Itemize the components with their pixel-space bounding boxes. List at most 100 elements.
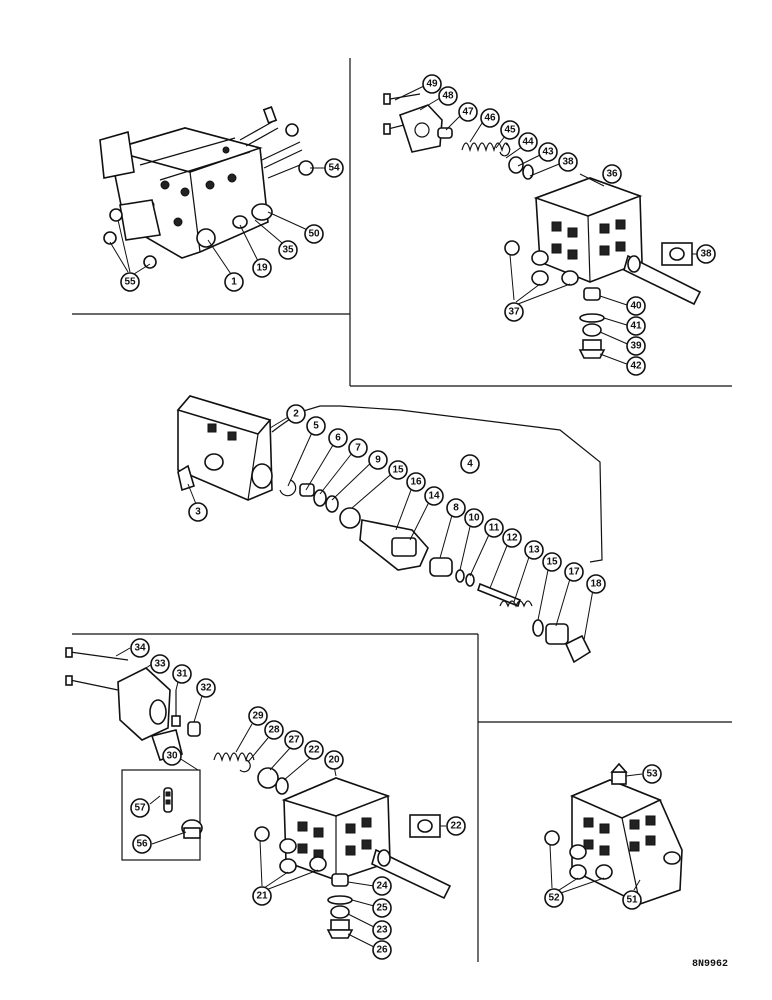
callout-49: 49	[422, 74, 442, 94]
callout-6: 6	[328, 428, 348, 448]
callout-27: 27	[284, 730, 304, 750]
bottom-right-parts	[544, 762, 683, 905]
callout-53: 53	[642, 764, 662, 784]
svg-text:55: 55	[124, 277, 136, 288]
svg-text:42: 42	[630, 361, 642, 372]
callout-10: 10	[464, 508, 484, 528]
svg-text:37: 37	[508, 307, 520, 318]
svg-text:14: 14	[428, 491, 440, 502]
callout-5: 5	[306, 416, 326, 436]
callout-3: 3	[188, 502, 208, 522]
callout-1: 1	[224, 272, 244, 292]
callout-51: 51	[622, 890, 642, 910]
svg-text:28: 28	[268, 725, 280, 736]
svg-text:48: 48	[442, 91, 454, 102]
callout-22-box: 22	[446, 816, 466, 836]
bottom-right-leaders	[549, 773, 643, 895]
callout-43: 43	[538, 142, 558, 162]
svg-text:30: 30	[166, 751, 178, 762]
svg-text:49: 49	[426, 79, 438, 90]
svg-text:35: 35	[282, 245, 294, 256]
svg-text:36: 36	[606, 169, 618, 180]
callout-52: 52	[544, 888, 564, 908]
callout-36: 36	[602, 164, 622, 184]
svg-text:44: 44	[522, 137, 534, 148]
svg-text:13: 13	[528, 545, 540, 556]
svg-text:21: 21	[256, 891, 268, 902]
callout-28: 28	[264, 720, 284, 740]
callout-23: 23	[372, 920, 392, 940]
svg-text:2: 2	[293, 409, 299, 420]
svg-text:4: 4	[467, 459, 473, 470]
callout-8: 8	[446, 498, 466, 518]
svg-text:33: 33	[154, 659, 166, 670]
callout-26: 26	[372, 940, 392, 960]
callout-33: 33	[150, 654, 170, 674]
callout-21: 21	[252, 886, 272, 906]
svg-text:38: 38	[562, 157, 574, 168]
callout-22-upper: 22	[304, 740, 324, 760]
svg-text:5: 5	[313, 421, 319, 432]
callout-38-box: 38	[696, 244, 716, 264]
callout-4: 4	[460, 454, 480, 474]
callout-11: 11	[484, 518, 504, 538]
svg-text:16: 16	[410, 477, 422, 488]
svg-text:26: 26	[376, 945, 388, 956]
callout-18: 18	[586, 574, 606, 594]
svg-text:6: 6	[335, 433, 341, 444]
svg-text:22: 22	[308, 745, 320, 756]
callout-48: 48	[438, 86, 458, 106]
svg-text:3: 3	[195, 507, 201, 518]
svg-text:57: 57	[134, 803, 146, 814]
callout-39: 39	[626, 336, 646, 356]
svg-text:54: 54	[328, 163, 340, 174]
svg-text:15: 15	[546, 557, 558, 568]
svg-text:7: 7	[355, 443, 361, 454]
svg-text:46: 46	[484, 113, 496, 124]
svg-text:39: 39	[630, 341, 642, 352]
callout-14: 14	[424, 486, 444, 506]
callout-12: 12	[502, 528, 522, 548]
callout-29: 29	[248, 706, 268, 726]
svg-text:53: 53	[646, 769, 658, 780]
callout-35: 35	[278, 240, 298, 260]
svg-text:20: 20	[328, 755, 340, 766]
svg-text:43: 43	[542, 147, 554, 158]
svg-text:15: 15	[392, 465, 404, 476]
svg-text:17: 17	[568, 567, 580, 578]
callout-20: 20	[324, 750, 344, 770]
svg-text:41: 41	[630, 321, 642, 332]
callout-41: 41	[626, 316, 646, 336]
svg-text:40: 40	[630, 301, 642, 312]
bottom-left-leaders	[115, 647, 446, 949]
callout-55: 55	[120, 272, 140, 292]
svg-text:32: 32	[200, 683, 212, 694]
callout-16: 16	[406, 472, 426, 492]
callout-17: 17	[564, 562, 584, 582]
callout-9: 9	[368, 450, 388, 470]
svg-text:19: 19	[256, 263, 268, 274]
svg-text:34: 34	[134, 643, 146, 654]
callout-56: 56	[132, 834, 152, 854]
callout-45: 45	[500, 120, 520, 140]
svg-text:51: 51	[626, 895, 638, 906]
svg-text:12: 12	[506, 533, 518, 544]
callout-47: 47	[458, 102, 478, 122]
svg-text:24: 24	[376, 881, 388, 892]
callout-46: 46	[480, 108, 500, 128]
assembled-valve-drawing	[99, 106, 314, 269]
svg-text:56: 56	[136, 839, 148, 850]
svg-text:22: 22	[450, 821, 462, 832]
svg-text:50: 50	[308, 229, 320, 240]
callout-54: 54	[324, 158, 344, 178]
svg-text:23: 23	[376, 925, 388, 936]
section-rules	[72, 58, 732, 962]
svg-text:1: 1	[231, 277, 237, 288]
svg-text:8: 8	[453, 503, 459, 514]
bottom-left-parts	[65, 647, 452, 939]
callout-25: 25	[372, 898, 392, 918]
svg-text:47: 47	[462, 107, 474, 118]
callout-15-b: 15	[542, 552, 562, 572]
callout-38-upper: 38	[558, 152, 578, 172]
